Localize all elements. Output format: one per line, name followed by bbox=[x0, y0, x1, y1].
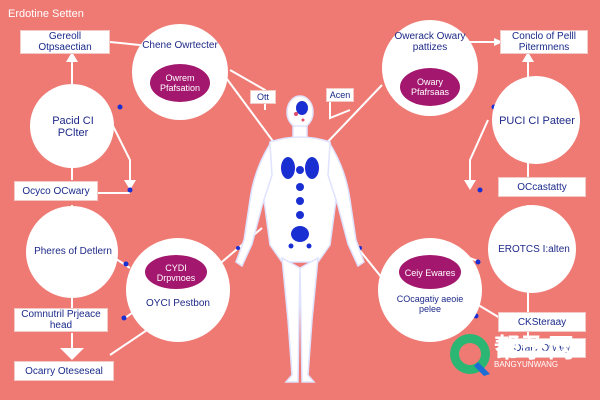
marker-dot bbox=[121, 315, 127, 321]
corner-title: Erdotine Setten bbox=[8, 8, 84, 20]
oval-bottom-right bbox=[399, 255, 461, 289]
oval-bottom-right-text: Ceiy Ewares bbox=[404, 268, 456, 278]
marker-dot bbox=[123, 261, 129, 267]
arrowhead bbox=[464, 180, 476, 190]
watermark: 帮孕网 BANGYUNWANG bbox=[440, 326, 590, 378]
node-bottom-left-lower bbox=[126, 238, 230, 342]
node-bottom-left-lower-text: OYCI Pestbon bbox=[146, 297, 210, 309]
connector-line bbox=[469, 119, 489, 185]
organ-node bbox=[296, 211, 304, 219]
oval-top-left-text: Owrem Pfafsation bbox=[159, 73, 201, 93]
node-bottom-left-text: Pheres of Detlern bbox=[34, 245, 112, 257]
node-top-right-text: Owerack Owary pattizes bbox=[394, 31, 466, 53]
marker-dot bbox=[117, 104, 123, 110]
node-mid-right bbox=[492, 76, 580, 164]
oval-bottom-left-text: CYDI Drpvnoes bbox=[156, 263, 196, 283]
node-bottom-right-text: EROTCS I:alten bbox=[498, 243, 570, 255]
organ-head-mark bbox=[296, 101, 308, 115]
node-bottom-left bbox=[26, 206, 118, 298]
organ-node bbox=[296, 197, 304, 205]
node-mid-left-text: Pacid CI PClter bbox=[52, 115, 94, 139]
node-bottom-right bbox=[488, 205, 576, 293]
organ-node bbox=[296, 166, 304, 174]
organ-uterus bbox=[291, 226, 309, 242]
label-top-right: Conclo of Pelll Pitermnens bbox=[500, 30, 588, 54]
connector-line bbox=[109, 119, 131, 185]
label-top-left: Gereoll Otpsaectian bbox=[20, 30, 110, 54]
oval-bottom-left bbox=[145, 255, 207, 289]
arrowhead bbox=[124, 180, 136, 190]
organ-node bbox=[306, 243, 312, 249]
watermark-title: 帮孕网 bbox=[494, 334, 576, 364]
arrowhead bbox=[494, 38, 503, 46]
node-mid-right-text: PUCI CI Pateer bbox=[499, 115, 575, 127]
connector-line bbox=[319, 84, 383, 151]
organ-node bbox=[296, 183, 304, 191]
marker-dot bbox=[477, 187, 483, 193]
label-right-2: CKSteraay bbox=[498, 312, 586, 332]
oval-top-right-text: Owary Pfafrsaas bbox=[410, 77, 450, 97]
oval-top-right bbox=[400, 68, 460, 106]
label-left-2: Comnutril Prjeace head bbox=[14, 308, 108, 332]
connector-line bbox=[109, 327, 151, 356]
oval-top-left bbox=[150, 64, 210, 102]
center-tag-left: Ott bbox=[250, 90, 276, 104]
organ-accent bbox=[294, 112, 298, 116]
marker-dot bbox=[475, 259, 481, 265]
organ-node bbox=[288, 243, 294, 249]
organ-right-lung bbox=[305, 157, 319, 179]
label-left-3: Ocarry Oteseseal bbox=[14, 361, 114, 381]
center-tag-right: Acen bbox=[326, 88, 354, 102]
connector-line bbox=[223, 74, 279, 149]
label-right-3: Orary Owary bbox=[498, 338, 586, 358]
label-left-1: Ocyco OCwary bbox=[14, 181, 98, 201]
arrowhead bbox=[60, 348, 84, 360]
organs bbox=[281, 101, 319, 249]
organ-left-lung bbox=[281, 157, 295, 179]
node-bottom-right-lower-text: COcagatiy aeoie pelee bbox=[396, 294, 464, 314]
node-mid-left bbox=[30, 84, 114, 168]
label-right-1: OCcastatty bbox=[498, 177, 586, 197]
arrowhead bbox=[522, 52, 534, 62]
watermark-subtitle: BANGYUNWANG bbox=[494, 360, 559, 369]
organ-accent bbox=[301, 118, 305, 122]
watermark-logo bbox=[450, 334, 490, 376]
node-top-left-text: Chene Owrtecter bbox=[142, 39, 218, 51]
marker-dot bbox=[127, 187, 133, 193]
connector-line bbox=[329, 98, 351, 120]
marker-dot bbox=[236, 246, 240, 250]
arrowhead bbox=[66, 52, 78, 62]
